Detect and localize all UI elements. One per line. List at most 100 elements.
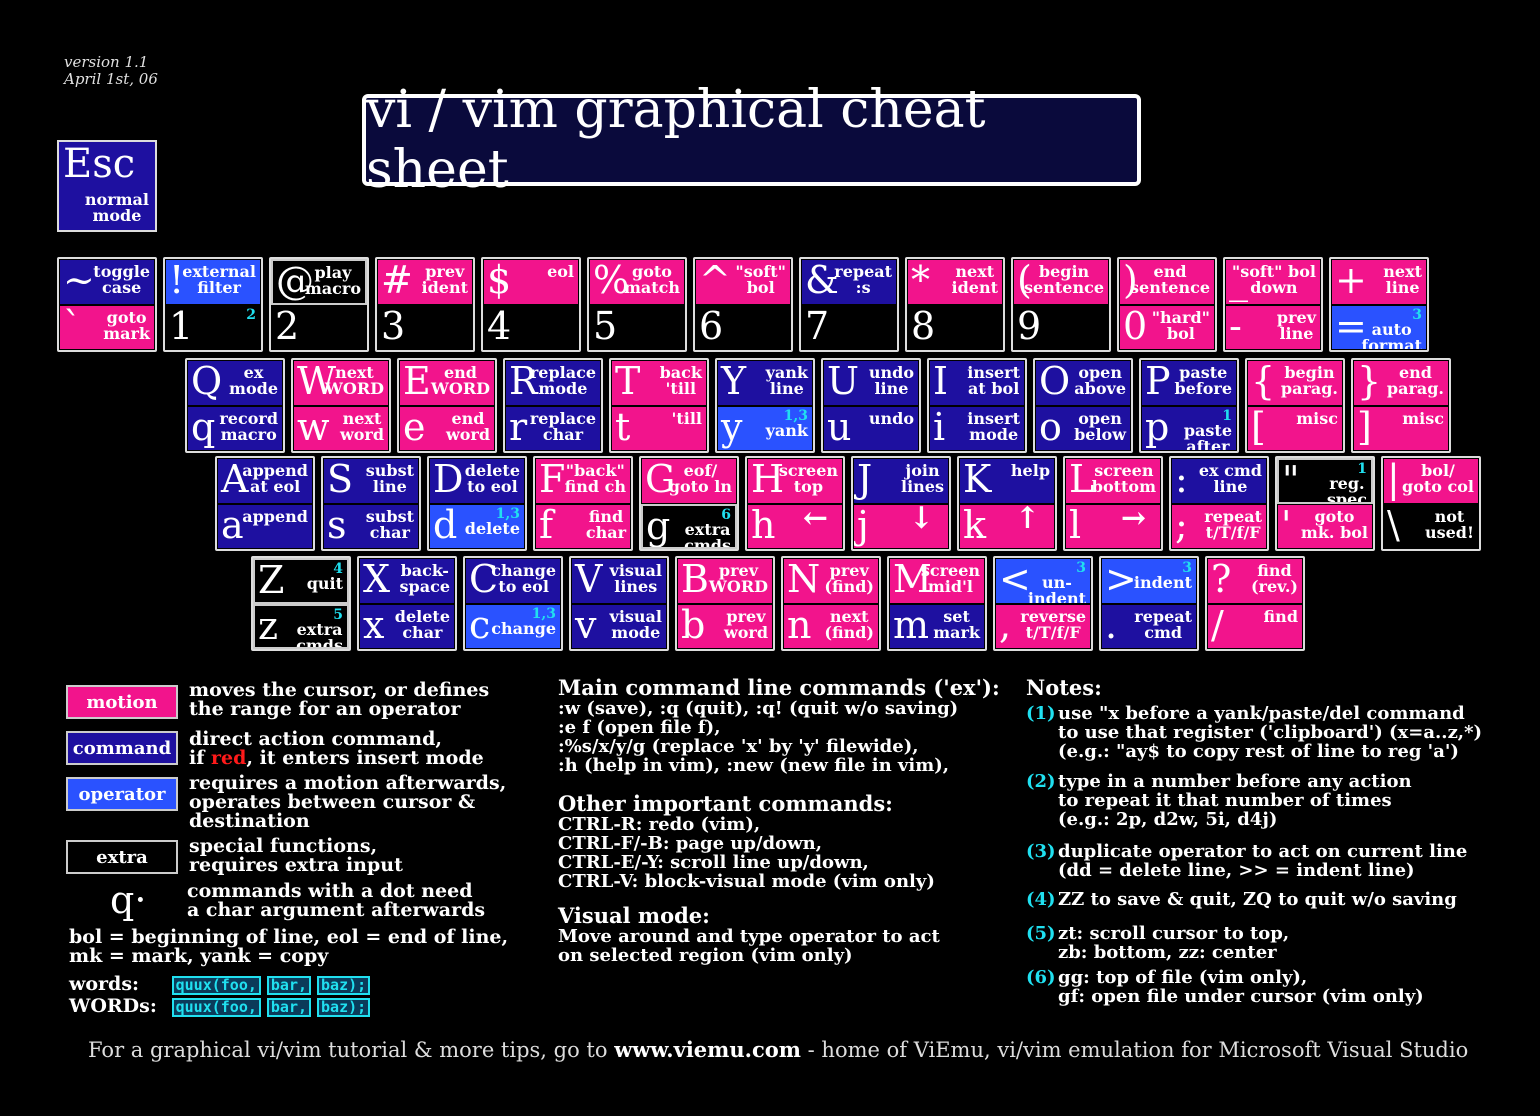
key-sym11[interactable]: _"soft" bol down-prev line — [1223, 257, 1323, 352]
key-half-top[interactable]: $eol — [483, 259, 579, 305]
key-half-bot[interactable]: .repeat cmd — [1101, 603, 1197, 649]
key-half-bot[interactable]: \not used! — [1383, 503, 1479, 549]
key-half-top[interactable]: ^"soft" bol — [695, 259, 791, 305]
key-sym46[interactable]: ?find (rev.)/find — [1205, 556, 1305, 651]
key-sym34[interactable]: :ex cmd line;repeat t/T/f/F — [1169, 456, 1269, 551]
key-half-top[interactable]: }end parag. — [1353, 360, 1449, 406]
key-half-bot[interactable]: j↓ — [853, 503, 949, 549]
key-half-bot[interactable]: 4 — [483, 304, 579, 350]
key-half-top[interactable]: F"back" find ch — [535, 458, 631, 504]
key-sym23[interactable]: {begin parag.[misc — [1245, 358, 1345, 453]
key-half-bot[interactable]: t'till — [611, 405, 707, 451]
key-esc[interactable]: Esc normal mode — [57, 140, 157, 232]
key-half-bot[interactable]: 9 — [1013, 304, 1109, 350]
key-half-bot[interactable]: 'goto mk. bol — [1277, 503, 1373, 549]
key-half-bot[interactable]: -prev line — [1225, 304, 1321, 350]
key-half-top[interactable]: _"soft" bol down — [1225, 259, 1321, 305]
key-half-bot[interactable]: 7 — [801, 304, 897, 350]
key-half-top[interactable]: +next line — [1331, 259, 1427, 305]
key-half-top[interactable]: #prev ident — [377, 259, 473, 305]
key-half-bot[interactable]: ]misc — [1353, 405, 1449, 451]
key-half-bot[interactable]: 2 — [271, 304, 367, 350]
key-half-top[interactable]: @play macro — [271, 259, 367, 305]
key-half-top[interactable]: !external filter — [165, 259, 261, 305]
key-half-bot[interactable]: ;repeat t/T/f/F — [1171, 503, 1267, 549]
key-half-bot[interactable]: 5 — [589, 304, 685, 350]
key-half-top[interactable]: ~toggle case — [59, 259, 155, 305]
key-half-bot[interactable]: h← — [747, 503, 843, 549]
key-half-bot[interactable]: k↑ — [959, 503, 1055, 549]
key-half-bot[interactable]: `goto mark — [59, 304, 155, 350]
key-sym0[interactable]: ~toggle case`goto mark — [57, 257, 157, 352]
key-half-top[interactable]: )end sentence — [1119, 259, 1215, 305]
key-half-bot[interactable]: 6 — [695, 304, 791, 350]
key-half-top[interactable]: %goto match — [589, 259, 685, 305]
